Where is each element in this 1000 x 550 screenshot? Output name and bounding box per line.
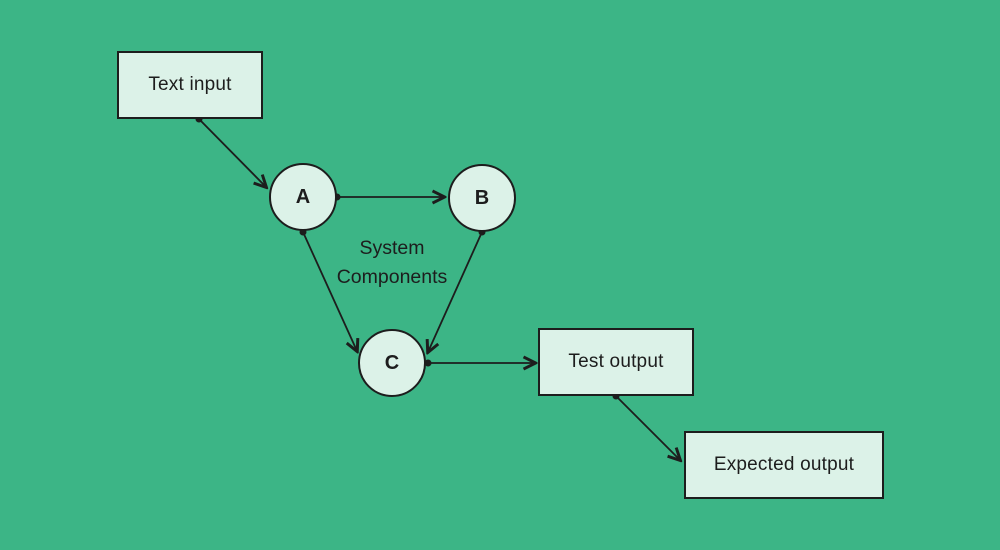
box-text-input-label: Text input [148, 74, 232, 95]
box-test-output-label: Test output [568, 351, 664, 372]
box-expected-output-label: Expected output [713, 454, 855, 475]
annotation-line-2: Components [336, 266, 448, 288]
box-expected-output: Expected output [684, 431, 884, 499]
node-a-label: A [295, 185, 311, 208]
node-b-label: B [474, 186, 490, 209]
box-text-input: Text input [117, 51, 263, 119]
system-components-annotation: System Components [337, 234, 448, 292]
annotation-line-1: System [359, 237, 425, 259]
node-a: A [269, 163, 337, 231]
node-c: C [358, 329, 426, 397]
node-b: B [448, 164, 516, 232]
edge-dot [424, 359, 432, 367]
edge-text-input-to-a [198, 118, 266, 187]
node-c-label: C [384, 351, 400, 374]
edge-b-to-c [428, 231, 483, 352]
box-test-output: Test output [538, 328, 694, 396]
edge-test-output-to-expected-output [615, 395, 680, 460]
edge-a-to-c [302, 231, 357, 351]
